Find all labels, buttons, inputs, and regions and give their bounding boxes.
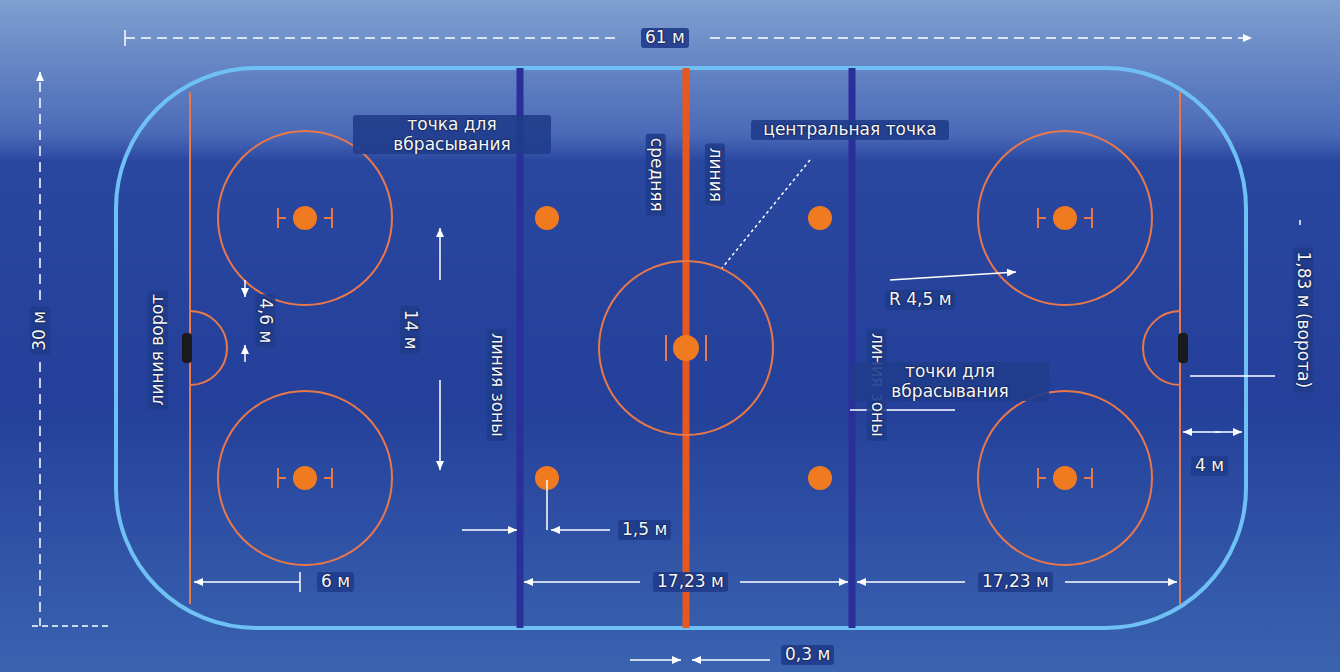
callout-goal-line: линия ворот [148, 290, 168, 409]
callout-faceoff-spot: точка для вбрасывания [353, 115, 551, 154]
callout-center-line: средняя [646, 134, 666, 216]
dimension-length: 61 м [641, 28, 689, 48]
dimension-neutral-zone: 17,23 м [653, 572, 728, 592]
dimension-faceoff-spacing: 14 м [400, 306, 420, 354]
callout-blue-line: линия зоны [487, 329, 507, 441]
callout-faceoff-spots: точки для вбрасывания [851, 362, 1049, 401]
dimension-radius: R 4,5 м [885, 290, 955, 310]
dimension-goal-width: 1,83 м (ворота) [1294, 247, 1314, 392]
dimension-width: 30 м [30, 307, 50, 355]
dimension-line-width: 0,3 м [781, 645, 834, 665]
dimension-lines [32, 30, 1300, 660]
callout-center-spot: центральная точка [751, 120, 949, 140]
faceoff-spots [293, 206, 1077, 490]
hash-marks [278, 208, 1092, 488]
rink-lines [116, 68, 1246, 628]
callout-center-line: линия [705, 144, 725, 206]
dimension-spot-offset: 1,5 м [618, 520, 671, 540]
dimension-zone: 6 м [317, 572, 354, 592]
goals [182, 333, 1188, 363]
dimension-goal-line: 4 м [1191, 456, 1228, 476]
dimension-crease: 4,6 м [256, 294, 276, 347]
dimension-neutral-zone: 17,23 м [978, 572, 1053, 592]
